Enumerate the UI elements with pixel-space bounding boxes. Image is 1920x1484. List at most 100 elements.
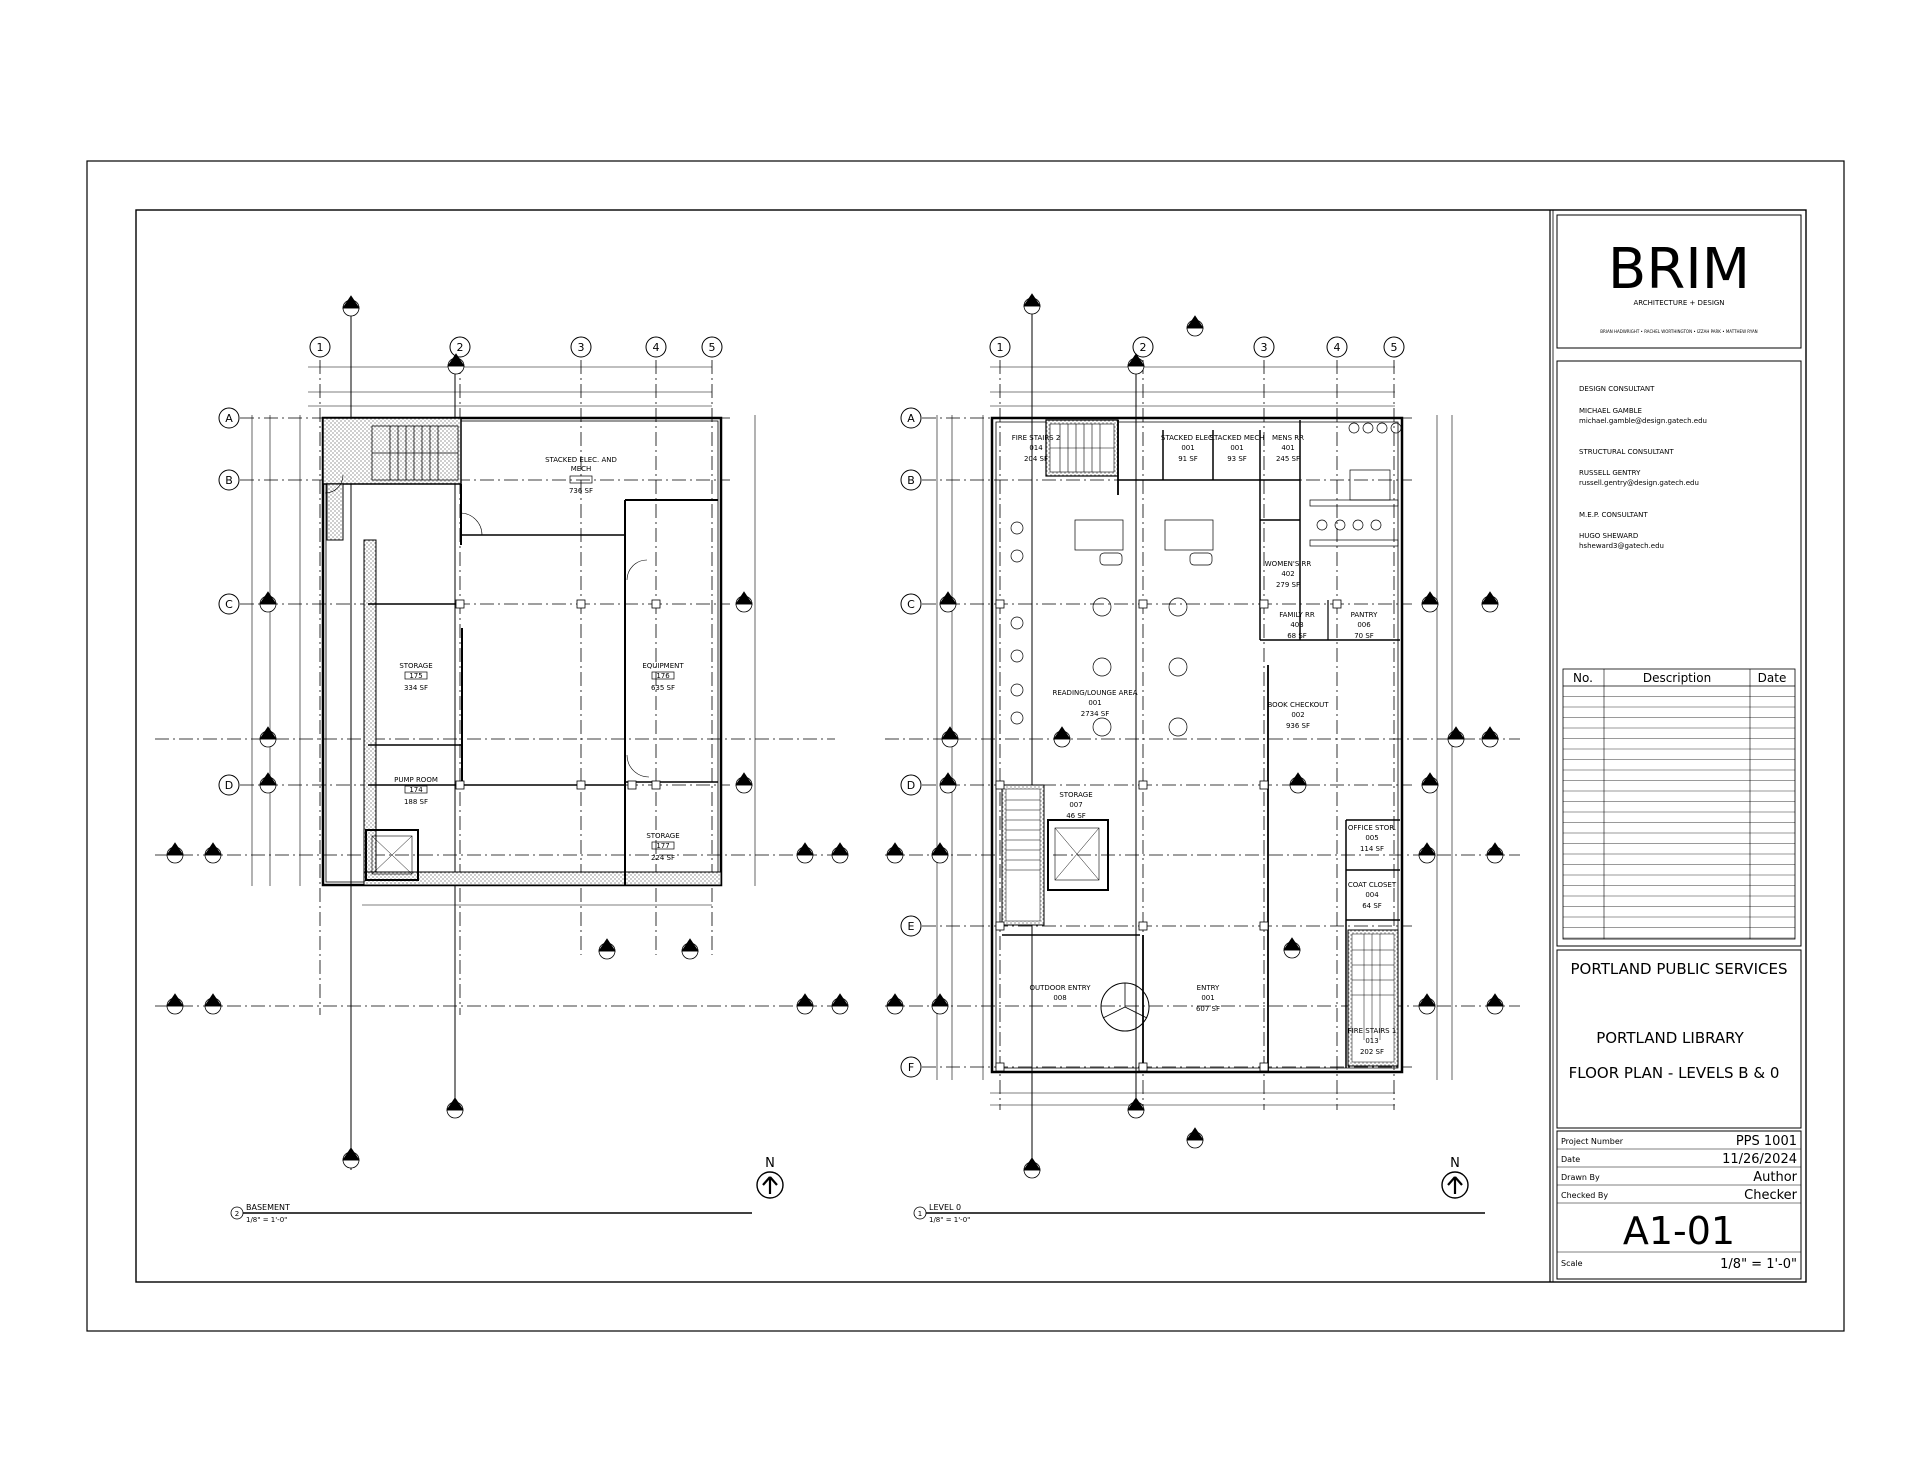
section-marker-icon [831,842,849,864]
svg-text:DESIGN CONSULTANT: DESIGN CONSULTANT [1579,385,1655,393]
section-marker-icon [941,726,959,748]
section-marker-icon [931,993,949,1015]
view-title-left: BASEMENT [246,1203,290,1212]
svg-text:3: 3 [578,341,585,354]
svg-text:68 SF: 68 SF [1287,632,1307,640]
revision-col-desc: Description [1643,671,1711,685]
svg-text:MENS RR: MENS RR [1272,434,1304,442]
svg-text:202 SF: 202 SF [1360,1048,1384,1056]
svg-text:HUGO SHEWARD: HUGO SHEWARD [1579,532,1638,540]
revision-col-no: No. [1573,671,1593,685]
section-marker-icon [1023,1157,1041,1179]
revision-table [1562,668,1796,940]
project-name: PORTLAND LIBRARY [1596,1029,1744,1047]
grid-bubble-col-2-level0: 2 [1132,336,1154,358]
svg-text:5: 5 [1391,341,1398,354]
svg-text:B: B [907,474,915,487]
section-marker-icon [259,772,277,794]
grid-bubble-row-B-level0: B [900,469,922,491]
section-marker-icon [1421,772,1439,794]
grid-bubble-row-A-basement: A [218,407,240,429]
grid-bubble-col-1-basement: 1 [309,336,331,358]
grid-bubble-col-3-basement: 3 [570,336,592,358]
svg-text:michael.gamble@design.gatech.e: michael.gamble@design.gatech.edu [1579,417,1707,425]
svg-text:5: 5 [709,341,716,354]
svg-text:176: 176 [656,672,670,680]
svg-text:004: 004 [1365,891,1379,899]
section-marker-icon [1283,937,1301,959]
info-table [1557,1148,1801,1253]
svg-text:EQUIPMENT: EQUIPMENT [642,662,684,670]
section-marker-icon [204,842,222,864]
svg-text:C: C [907,598,915,611]
section-marker-icon [1023,293,1041,315]
north-arrow-right [1441,1171,1469,1199]
view-title-right: LEVEL 0 [929,1203,961,1212]
svg-text:64 SF: 64 SF [1362,902,1382,910]
svg-text:001: 001 [1181,444,1194,452]
section-marker-icon [1186,1127,1204,1149]
svg-text:STACKED ELEC.: STACKED ELEC. [1161,434,1215,442]
svg-text:2734 SF: 2734 SF [1081,710,1110,718]
section-marker-icon [1289,772,1307,794]
svg-text:BOOK CHECKOUT: BOOK CHECKOUT [1267,701,1329,709]
section-marker-icon [1486,993,1504,1015]
svg-text:WOMEN'S RR: WOMEN'S RR [1265,560,1312,568]
svg-text:OFFICE STOR.: OFFICE STOR. [1348,824,1396,832]
sheet-title: FLOOR PLAN - LEVELS B & 0 [1569,1064,1780,1082]
svg-text:245 SF: 245 SF [1276,455,1300,463]
grid-bubble-row-F-level0: F [900,1056,922,1078]
section-marker-icon [342,1147,360,1169]
svg-text:D: D [225,779,233,792]
svg-text:007: 007 [1069,801,1082,809]
svg-text:014: 014 [1029,444,1043,452]
svg-text:FIRE STAIRS 1: FIRE STAIRS 1 [1348,1027,1397,1035]
basement-room-labels: STACKED ELEC. AND MECH 736 SF STORAGE 17… [394,456,684,862]
grid-bubble-col-2-basement: 2 [449,336,471,358]
svg-text:A: A [907,412,915,425]
svg-text:STACKED ELEC. AND: STACKED ELEC. AND [545,456,617,464]
section-marker-icon [446,1097,464,1119]
section-marker-icon [931,842,949,864]
svg-text:MICHAEL GAMBLE: MICHAEL GAMBLE [1579,407,1642,415]
level0-room-labels: FIRE STAIRS 2 014 204 SF STACKED ELEC. 0… [1012,434,1397,1056]
section-marker-icon [886,993,904,1015]
section-marker-icon [1418,842,1436,864]
sheet-number: A1-01 [1623,1209,1735,1253]
section-marker-icon [1127,1097,1145,1119]
svg-text:177: 177 [656,842,669,850]
grid-bubble-row-A-level0: A [900,407,922,429]
svg-text:188 SF: 188 SF [404,798,428,806]
svg-text:FIRE STAIRS 2: FIRE STAIRS 2 [1012,434,1061,442]
svg-text:PANTRY: PANTRY [1351,611,1378,619]
svg-text:174: 174 [409,786,423,794]
north-arrow-left [756,1171,784,1199]
grid-bubble-col-1-level0: 1 [989,336,1011,358]
svg-text:Project Number: Project Number [1561,1137,1624,1146]
svg-text:Author: Author [1753,1170,1797,1185]
view-scale-left: 1/8" = 1'-0" [246,1216,287,1224]
client-name: PORTLAND PUBLIC SERVICES [1571,960,1788,978]
svg-text:403: 403 [1290,621,1303,629]
section-marker-icon [166,842,184,864]
svg-text:2: 2 [1140,341,1147,354]
grid-bubble-row-D-basement: D [218,774,240,796]
svg-text:ENTRY: ENTRY [1197,984,1220,992]
svg-text:4: 4 [653,341,660,354]
svg-text:M.E.P. CONSULTANT: M.E.P. CONSULTANT [1579,511,1648,519]
section-marker-icon [598,938,616,960]
grid-bubble-row-B-basement: B [218,469,240,491]
svg-text:MECH: MECH [571,465,592,473]
section-marker-icon [796,842,814,864]
outer-border [86,160,1845,1332]
project-info: Project Number PPS 1001 Date 11/26/2024 … [1561,1134,1798,1272]
svg-text:402: 402 [1281,570,1294,578]
grid-bubble-col-5-basement: 5 [701,336,723,358]
svg-text:PPS 1001: PPS 1001 [1736,1134,1797,1149]
section-marker-icon [259,591,277,613]
section-marker-icon [1481,726,1499,748]
section-marker-icon [1053,726,1071,748]
svg-text:3: 3 [1261,341,1268,354]
svg-text:001: 001 [1201,994,1214,1002]
